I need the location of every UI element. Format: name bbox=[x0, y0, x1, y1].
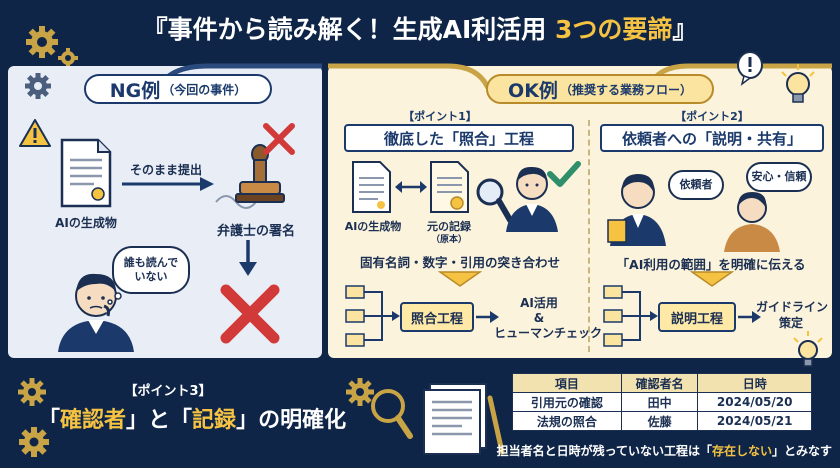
lightbulb-icon-2 bbox=[793, 331, 823, 367]
point1-result-line3: ヒューマンチェック bbox=[494, 326, 603, 340]
point1-flow-icon bbox=[345, 285, 400, 347]
p3-hl2: 記録 bbox=[192, 408, 237, 433]
ok-heading-sub: （推奨する業務フロー） bbox=[559, 82, 692, 97]
point1-ai-label: AIの生成物 bbox=[344, 220, 402, 233]
ng-panel bbox=[8, 66, 322, 358]
title-end: 』 bbox=[672, 15, 698, 44]
record-cell: 法規の照合 bbox=[512, 411, 622, 431]
record-cell: 引用元の確認 bbox=[512, 392, 622, 412]
point2-result: ガイドライン 策定 bbox=[756, 300, 829, 331]
title-main: 『事件から読み解く！生成AI利活用 bbox=[142, 15, 555, 44]
point1-original-label: 元の記録 bbox=[427, 220, 471, 233]
point2-process-box: 説明工程 bbox=[658, 302, 736, 332]
original-record-icon bbox=[430, 161, 469, 213]
point2-explain-text: 「AI利用の範囲」を明確に伝える bbox=[616, 257, 806, 272]
point1-process-arrow-icon bbox=[476, 311, 499, 323]
gears-icon bbox=[18, 378, 49, 457]
gear-icon bbox=[26, 26, 78, 68]
document-icon bbox=[60, 138, 112, 208]
record-col-checker: 確認者名 bbox=[620, 373, 699, 393]
ng-heading-label: NG例 bbox=[109, 79, 161, 102]
record-cell: 佐藤 bbox=[620, 411, 699, 431]
bubble-line-1: 誰も読んで bbox=[123, 256, 179, 270]
p3-end: 」の明確化 bbox=[236, 408, 347, 433]
inspector-person-icon bbox=[506, 166, 558, 232]
table-row: 法規の照合 佐藤 2024/05/21 bbox=[512, 411, 812, 431]
point2-down-arrow-icon bbox=[690, 271, 734, 287]
lightbulb-icon bbox=[781, 64, 815, 103]
checkmark-icon bbox=[547, 161, 581, 187]
point1-result: AI活用 & ヒューマンチェック bbox=[494, 296, 602, 341]
ng-heading: NG例 （今回の事件） bbox=[84, 74, 272, 104]
point1-result-line1: AI活用 bbox=[520, 296, 558, 310]
point1-tag: 【ポイント1】 bbox=[403, 110, 477, 123]
footer-note-highlight: 存在しない bbox=[711, 444, 772, 458]
record-col-item: 項目 bbox=[512, 373, 622, 393]
point3-tag: 【ポイント3】 bbox=[124, 384, 212, 399]
ok-heading: OK例 （推奨する業務フロー） bbox=[486, 74, 714, 104]
title-highlight: 3つの要諦 bbox=[554, 15, 673, 44]
bubble-line-2: いない bbox=[134, 270, 168, 283]
record-col-date: 日時 bbox=[697, 373, 812, 393]
point1-down-arrow-icon bbox=[438, 271, 482, 287]
ok-heading-label: OK例 bbox=[508, 79, 558, 102]
point3-title: 「確認者」と「記録」の明確化 bbox=[38, 402, 368, 434]
client-person-icon bbox=[724, 192, 780, 252]
record-table: 項目 確認者名 日時 引用元の確認 田中 2024/05/20 法規の照合 佐藤… bbox=[512, 373, 812, 431]
worried-person-icon bbox=[58, 273, 134, 352]
compare-arrow-icon bbox=[395, 181, 427, 193]
record-documents-icon bbox=[371, 383, 505, 455]
lawyer-person-icon bbox=[607, 174, 666, 246]
table-row: 引用元の確認 田中 2024/05/20 bbox=[512, 392, 812, 412]
point1-result-line2: & bbox=[533, 311, 545, 325]
p3-mid: 」と「 bbox=[126, 408, 193, 433]
point1-title: 徹底した「照合」工程 bbox=[344, 124, 574, 152]
point2-process-arrow-icon bbox=[738, 311, 761, 323]
bubble-client: 依頼者 bbox=[668, 170, 724, 200]
point2-tag: 【ポイント2】 bbox=[675, 110, 749, 123]
footer-note: 担当者名と日時が残っていない工程は「存在しない」とみなす bbox=[432, 442, 832, 459]
down-arrow-icon bbox=[239, 240, 257, 276]
ng-speech-bubble: 誰も読んでいない bbox=[112, 246, 190, 294]
small-cross-icon bbox=[263, 123, 295, 155]
magnifier-icon bbox=[476, 178, 513, 223]
small-gear-icon bbox=[25, 73, 51, 99]
bubble-tail bbox=[107, 292, 122, 305]
ng-heading-sub: （今回の事件） bbox=[162, 82, 247, 97]
point2-title: 依頼者への「説明・共有」 bbox=[600, 124, 824, 152]
record-cell: 2024/05/21 bbox=[697, 411, 812, 431]
gear-icon-bottom bbox=[346, 378, 374, 406]
exclamation-bubble-icon bbox=[737, 51, 763, 86]
p3-q1: 「 bbox=[38, 408, 61, 433]
point2-flow-icon bbox=[603, 285, 658, 347]
ng-arrow-label: そのまま提出 bbox=[129, 163, 202, 177]
header-bar bbox=[0, 0, 840, 62]
record-table-header-row: 項目 確認者名 日時 bbox=[512, 373, 812, 393]
p3-hl1: 確認者 bbox=[60, 408, 127, 433]
point1-check-text: 固有名詞・数字・引用の突き合わせ bbox=[359, 255, 560, 270]
page-title: 『事件から読み解く！生成AI利活用 3つの要諦』 bbox=[0, 10, 840, 46]
warning-icon bbox=[19, 119, 51, 147]
right-arrow-icon bbox=[122, 177, 214, 191]
point1-original-sub: （原本） bbox=[430, 235, 467, 245]
point1-process-box: 照合工程 bbox=[400, 302, 474, 332]
ng-seal-label: 弁護士の署名 bbox=[216, 224, 295, 239]
bubble-trust: 安心・信頼 bbox=[746, 162, 812, 192]
ng-ai-output-label: AIの生成物 bbox=[55, 216, 117, 230]
record-cell: 田中 bbox=[620, 392, 699, 412]
footer-note-post: 」とみなす bbox=[771, 444, 832, 458]
big-cross-icon bbox=[220, 284, 280, 344]
stamp-icon bbox=[215, 144, 285, 209]
record-cell: 2024/05/20 bbox=[697, 392, 812, 412]
ok-divider bbox=[588, 120, 590, 352]
point2-result-line2: 策定 bbox=[778, 315, 803, 330]
point2-result-line1: ガイドライン bbox=[756, 300, 829, 314]
ai-document-icon bbox=[352, 161, 391, 213]
footer-note-pre: 担当者名と日時が残っていない工程は「 bbox=[496, 444, 712, 458]
